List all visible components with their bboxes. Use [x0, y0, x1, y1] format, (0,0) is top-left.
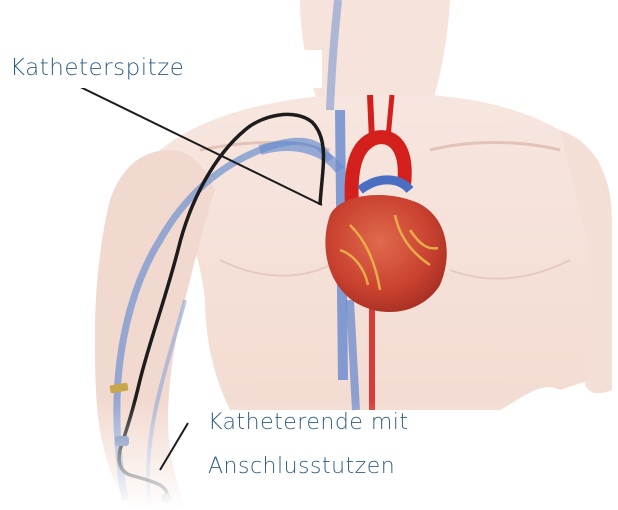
carotid-artery — [370, 95, 372, 140]
catheter-tip-label: Katheterspitze — [10, 55, 184, 81]
catheter-end-label-line1: Katheterende mit — [208, 410, 409, 435]
catheter-end-label-line2: Anschlusstutzen — [208, 454, 395, 479]
neck-shape — [300, 0, 450, 110]
